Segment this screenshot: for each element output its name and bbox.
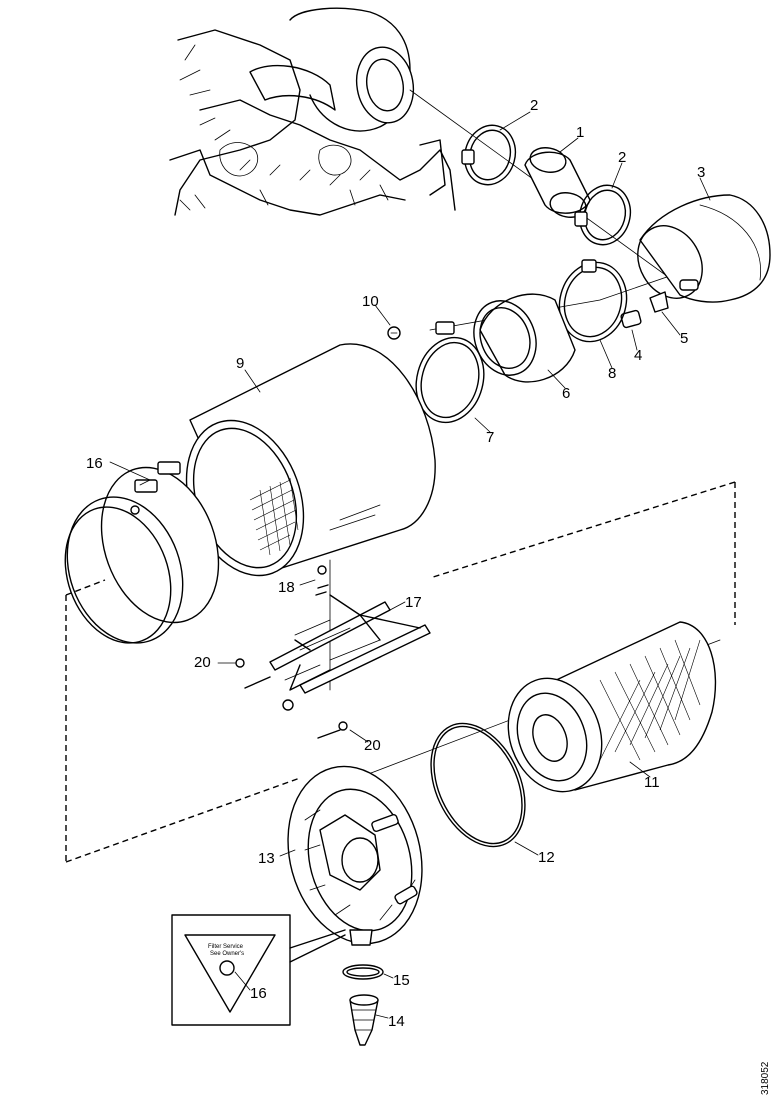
callout-20-lower: 20 [364, 737, 381, 754]
callout-numbers: 2 1 2 3 5 4 8 6 7 10 9 16 17 18 20 20 11… [86, 97, 705, 1030]
part-8-hose-clamp [558, 259, 628, 343]
callout-16: 16 [250, 985, 267, 1002]
engine-turbocharger-assembly [169, 7, 456, 216]
part-17-band-clamp [64, 461, 220, 644]
callout-11: 11 [644, 774, 660, 791]
part-16-service-decal-inset: Filter Service See Owner's [171, 914, 346, 1026]
callout-1: 1 [576, 124, 584, 141]
part-9-filter-housing [185, 343, 436, 577]
callout-18: 17 [405, 594, 422, 611]
callout-14: 14 [388, 1013, 405, 1030]
document-id: 318052 [760, 1061, 771, 1095]
callout-15: 15 [393, 972, 410, 989]
callout-6: 6 [562, 385, 570, 402]
part-6-rubber-sleeve [473, 293, 576, 383]
callout-10: 10 [362, 293, 379, 310]
callout-7: 7 [486, 429, 494, 446]
callout-8: 8 [608, 365, 616, 382]
callout-2-upper: 2 [530, 97, 538, 114]
part-14-vacuator-valve [349, 994, 379, 1046]
callout-17: 16 [86, 455, 103, 472]
callout-4: 4 [634, 347, 642, 364]
callout-20-upper: 20 [194, 654, 211, 671]
decal-text-line1: Filter Service [208, 944, 244, 950]
decal-text-line2: See Owner's [210, 951, 244, 957]
part-5-clip [649, 291, 669, 313]
filter-pleat-mesh [599, 639, 701, 761]
part-3-intake-elbow [637, 194, 771, 303]
callout-2-lower: 2 [618, 149, 626, 166]
part-15-clamp-ring [342, 964, 384, 980]
callout-12: 12 [538, 849, 555, 866]
callout-13: 13 [258, 850, 275, 867]
part-11-filter-element [507, 621, 717, 793]
part-2-hose-clamp-lower [574, 184, 632, 246]
part-20-bolt-lower [317, 721, 348, 739]
housing-mesh-panel [249, 477, 299, 556]
part-10-fitting [387, 326, 401, 340]
part-12-gasket-ring [430, 722, 526, 848]
callout-19: 18 [278, 579, 295, 596]
callout-5: 5 [680, 330, 688, 347]
part-19-bolt [315, 565, 329, 596]
dashed-assembly-boundary [65, 481, 736, 863]
part-2-hose-clamp-upper [461, 124, 517, 186]
part-20-bolt-upper [235, 658, 271, 689]
callout-3: 3 [697, 164, 705, 181]
part-4-plug [620, 309, 642, 329]
part-18-mounting-bracket [269, 594, 431, 711]
part-13-dust-cup-cover [287, 765, 423, 946]
callout-9: 9 [236, 355, 244, 372]
callout-leaders [109, 111, 711, 1019]
part-7-hose-clamp [415, 321, 485, 424]
